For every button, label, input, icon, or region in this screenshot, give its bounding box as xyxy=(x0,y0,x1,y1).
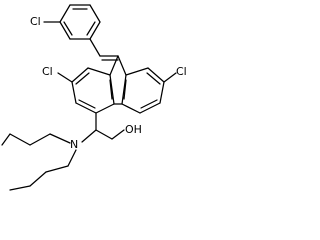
atom-label-cl-left: Cl xyxy=(42,65,53,78)
benzylidene-linker xyxy=(89,38,119,61)
chemical-structure: Cl Cl Cl N OH xyxy=(1,4,187,191)
bond-ring-cl-left xyxy=(57,72,73,83)
atom-label-hydroxyl: OH xyxy=(125,123,142,136)
fluorene-left-ring xyxy=(71,67,115,114)
atom-label-cl-top: Cl xyxy=(30,15,41,28)
butyl-chain-lower xyxy=(9,149,77,191)
chlorophenyl-ring xyxy=(59,4,101,40)
fluorene-five-ring xyxy=(109,55,127,105)
aminoethanol-side-chain xyxy=(81,112,125,143)
fluorene-right-ring xyxy=(121,67,165,114)
butyl-chain-upper xyxy=(1,133,71,146)
atom-label-nitrogen: N xyxy=(70,138,78,151)
bond-ring-cl-right xyxy=(163,72,177,83)
atom-label-cl-right: Cl xyxy=(176,65,187,78)
